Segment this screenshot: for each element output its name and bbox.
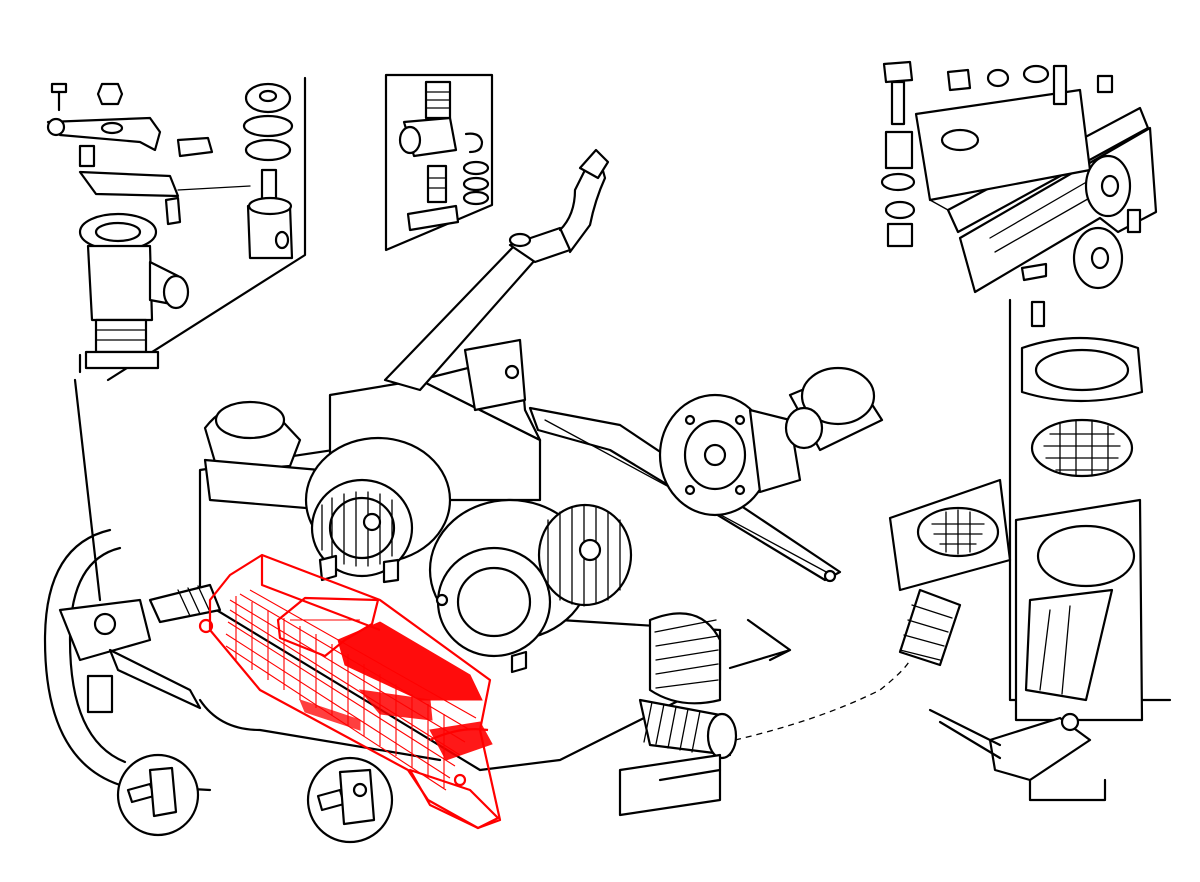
heater-hoses-and-clamps bbox=[43, 378, 442, 844]
control-panel-inset bbox=[880, 60, 1158, 294]
heater-core-highlighted bbox=[198, 553, 502, 830]
air-ducts-and-hoses bbox=[618, 478, 1107, 817]
blower-assembly bbox=[304, 366, 884, 674]
water-valve-inset bbox=[46, 76, 307, 382]
vent-grille-inset bbox=[1008, 298, 1172, 722]
hose-fitting-inset bbox=[384, 73, 494, 252]
